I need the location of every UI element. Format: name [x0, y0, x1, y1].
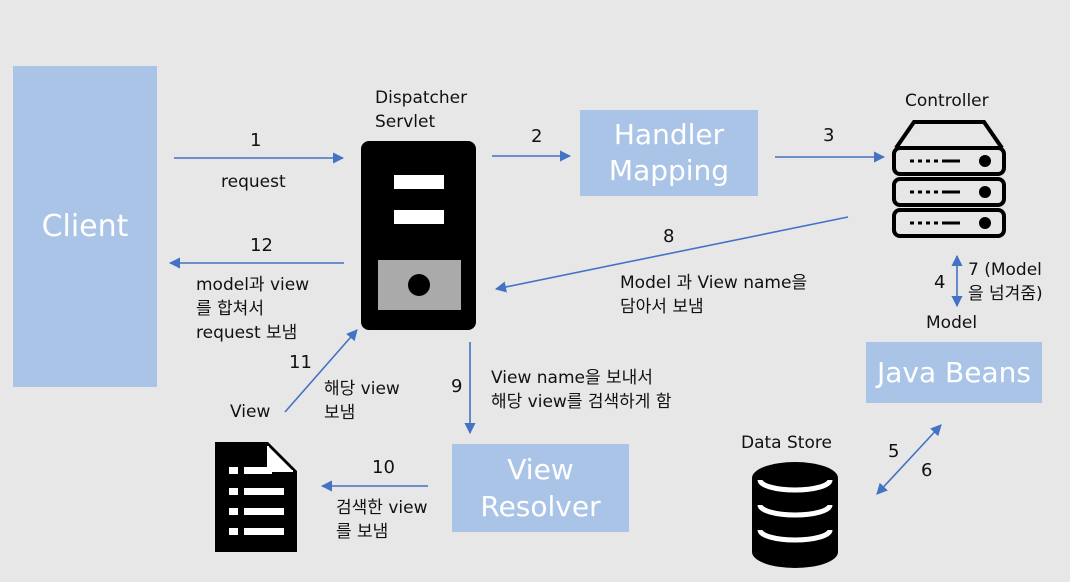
- handler-mapping-box: Handler Mapping: [580, 110, 758, 196]
- controller-label: Controller: [905, 91, 989, 111]
- step-8-number: 8: [663, 226, 675, 247]
- step-10-text: 검색한 view 를 보냄: [336, 498, 428, 542]
- view-label: View: [230, 402, 271, 422]
- client-box: Client: [13, 66, 157, 387]
- step-9-number: 9: [451, 376, 463, 397]
- document-list-icon: [215, 442, 297, 552]
- step-10-number: 10: [372, 457, 395, 478]
- view-resolver-box: View Resolver: [452, 444, 629, 532]
- step-1-text: request: [221, 172, 286, 192]
- java-beans-label: Java Beans: [877, 356, 1031, 389]
- step-8-text: Model 과 View name을 담아서 보냄: [620, 273, 808, 317]
- step-9-text: View name을 보내서 해당 view를 검색하게 함: [491, 368, 672, 412]
- arrow-5-6: [876, 424, 942, 495]
- step-2-number: 2: [531, 126, 543, 147]
- step-11-text: 해당 view 보냄: [324, 379, 400, 423]
- step-11-number: 11: [289, 352, 312, 373]
- arrow-11: [284, 329, 358, 413]
- database-icon: [752, 462, 838, 568]
- step-3-number: 3: [823, 125, 835, 146]
- java-beans-box: Java Beans: [866, 342, 1042, 403]
- server-rack-icon: [892, 120, 1006, 238]
- step-12-number: 12: [250, 235, 273, 256]
- arrow-8: [494, 216, 849, 293]
- step-12-text: model과 view 를 합쳐서 request 보냄: [196, 275, 310, 343]
- step-1-number: 1: [250, 130, 262, 151]
- dispatcher-servlet-label: Dispatcher Servlet: [375, 88, 468, 132]
- step-6-number: 6: [921, 460, 933, 481]
- handler-mapping-label: Handler Mapping: [608, 118, 730, 187]
- view-resolver-label: View Resolver: [480, 453, 601, 523]
- step-7-text: 7 (Model 을 넘겨줌): [968, 260, 1043, 304]
- model-label: Model: [926, 313, 978, 333]
- data-store-label: Data Store: [741, 433, 832, 453]
- server-tower-icon: [361, 141, 476, 330]
- step-5-number: 5: [888, 441, 900, 462]
- client-label: Client: [41, 209, 129, 244]
- step-4-number: 4: [934, 272, 946, 293]
